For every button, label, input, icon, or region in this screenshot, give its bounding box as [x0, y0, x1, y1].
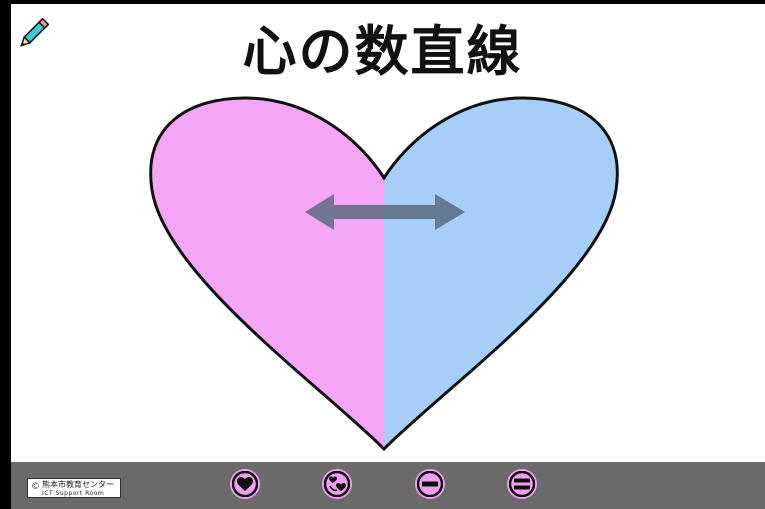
heart-outline [149, 96, 619, 452]
equals-button[interactable] [505, 467, 539, 501]
logo-line2: ICT Support Room [42, 490, 105, 497]
mixed-hearts-icon [324, 471, 350, 497]
heart-button[interactable] [228, 467, 262, 501]
heart-icon [232, 471, 258, 497]
minus-button[interactable] [413, 467, 447, 501]
heart-right-half[interactable] [384, 90, 624, 460]
drag-arrow-handle[interactable] [305, 194, 465, 230]
mixed-hearts-button[interactable] [320, 467, 354, 501]
organization-logo: © 熊本市教育センター ICT Support Room [27, 478, 121, 498]
copyright-mark: © [31, 482, 40, 492]
logo-line1: 熊本市教育センター [42, 480, 114, 489]
heart-left-half [150, 98, 384, 449]
equals-icon [509, 471, 535, 497]
bottom-toolbar: © 熊本市教育センター ICT Support Room [11, 462, 765, 509]
page-title: 心の数直線 [242, 20, 523, 83]
minus-icon [417, 471, 443, 497]
pencil-icon[interactable] [15, 18, 49, 52]
